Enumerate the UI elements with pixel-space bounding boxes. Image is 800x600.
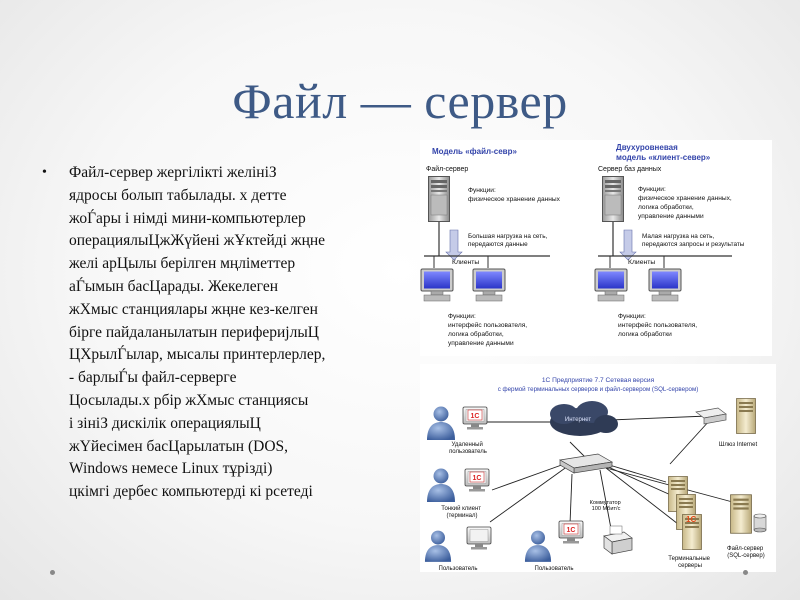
svg-text:1С: 1С	[567, 527, 576, 534]
client-pc-icon	[594, 268, 628, 302]
client-pc-icon	[420, 268, 454, 302]
user-label: Пользователь	[439, 566, 478, 572]
body-line: Windows немесе Linux тұрізді)	[69, 460, 273, 478]
client-pc-icon	[648, 268, 682, 302]
svg-text:1С: 1С	[686, 515, 696, 524]
right-clients-label: Клиенты	[628, 259, 655, 266]
onec-badge-icon: 1С	[469, 471, 485, 483]
file-server-label: Файл-сервер	[426, 165, 468, 173]
internet-cloud-icon	[550, 401, 618, 436]
thin-client-label: Тонкий клиент (терминал)	[441, 505, 482, 519]
body-line: - барлыЃы файл-серверге	[69, 369, 237, 387]
right-client-functions: Функции: интерфейс пользователя, логика …	[618, 313, 699, 338]
onec-badge-icon: 1С	[686, 515, 696, 524]
body-line: і зініЗ дискілік операциялыЦ	[69, 414, 261, 432]
thin-client-person-icon	[427, 468, 455, 502]
body-line: жоЃары і німді мини-компьютерлер	[69, 209, 306, 227]
right-load-note: Малая нагрузка на сеть, передаются запро…	[642, 233, 745, 248]
left-client-functions: Функции: интерфейс пользователя, логика …	[448, 313, 529, 347]
db-server-tower-icon	[602, 176, 624, 222]
file-server-functions: Функции: физическое хранение данных	[468, 187, 561, 203]
bullet-symbol: •	[42, 165, 47, 180]
right-model-heading-line2: модель «клиент-север»	[616, 153, 711, 162]
switch-icon	[558, 453, 614, 474]
gateway-server-icon	[736, 398, 756, 434]
network-title-line1: 1С Предприятие 7.7 Сетевая версия	[542, 377, 655, 384]
left-load-note: Большая нагрузка на сеть, передаются дан…	[468, 233, 549, 248]
network-title-line2: с фермой терминальных серверов и файл-се…	[498, 386, 699, 393]
body-line: Файл-сервер жергілікті желініЗ	[69, 164, 277, 181]
database-icon	[753, 513, 767, 533]
slide-title: Файл — сервер	[232, 73, 568, 129]
printer-icon	[603, 525, 633, 555]
right-model-heading-line1: Двухуровневая	[616, 143, 678, 152]
onec-badge-icon: 1С	[563, 523, 579, 535]
left-clients-label: Клиенты	[452, 259, 479, 266]
gateway-device-icon	[695, 407, 727, 425]
internet-label: Интернет	[565, 417, 591, 423]
terminal-servers-label: Терминальные серверы	[668, 556, 711, 569]
figure-file-server-models: Модель «файл-севр» Двухуровневая модель …	[420, 140, 772, 356]
body-line: аЃымын басЦарады. Жекелеген	[69, 277, 278, 295]
body-line: желі арЦылы берілген мңліметтер	[69, 255, 296, 273]
body-line: бірге пайдаланылатын периферијлыЦ	[69, 323, 319, 341]
db-server-label: Сервер баз данных	[598, 165, 662, 173]
remote-user-label: Удаленный пользователь	[449, 441, 487, 455]
left-model-heading: Модель «файл-севр»	[432, 147, 517, 156]
body-line: операциялыЦжЖүйені жҰктейді жңне	[69, 232, 326, 250]
corner-dot-left	[50, 570, 55, 575]
client-pc-icon	[472, 268, 506, 302]
file-server-icon	[730, 494, 752, 534]
body-text-block: • Файл-сервер жергілікті желініЗ ядросы …	[42, 162, 387, 504]
user-person-icon	[524, 530, 552, 562]
body-line: ядросы болып табылады. х детте	[69, 186, 287, 204]
switch-label: Коммутатор 100 Мбит/с	[590, 500, 623, 512]
user-person-icon	[424, 530, 452, 562]
body-line: Цосылады.х рбір жХмыс станциясы	[69, 391, 309, 409]
gateway-label: Шлюз Internet	[719, 442, 758, 448]
db-server-functions: Функции: физическое хранение данных, лог…	[638, 186, 734, 220]
body-line: жҮйесімен басЦарылатын (DOS,	[69, 437, 289, 455]
figure-1c-network: 1С Предприятие 7.7 Сетевая версия с ферм…	[420, 364, 776, 572]
svg-text:1С: 1С	[471, 413, 480, 420]
body-line: ЦХрылЃылар, мысалы принтерлерлер,	[69, 346, 326, 364]
file-server-label: Файл-сервер (SQL-сервер)	[727, 545, 765, 559]
onec-badge-icon: 1С	[467, 409, 483, 421]
user-monitor-icon	[466, 526, 492, 550]
body-line: цкімгі дербес компьютерді кі рсетеді	[69, 483, 313, 501]
file-server-tower-icon	[428, 176, 450, 222]
user-label: Пользователь	[535, 566, 574, 572]
remote-user-person-icon	[427, 406, 455, 440]
svg-text:1С: 1С	[473, 475, 482, 482]
corner-dot-right	[743, 570, 748, 575]
body-line: жХмыс станциялары жңне кез-келген	[69, 300, 318, 318]
